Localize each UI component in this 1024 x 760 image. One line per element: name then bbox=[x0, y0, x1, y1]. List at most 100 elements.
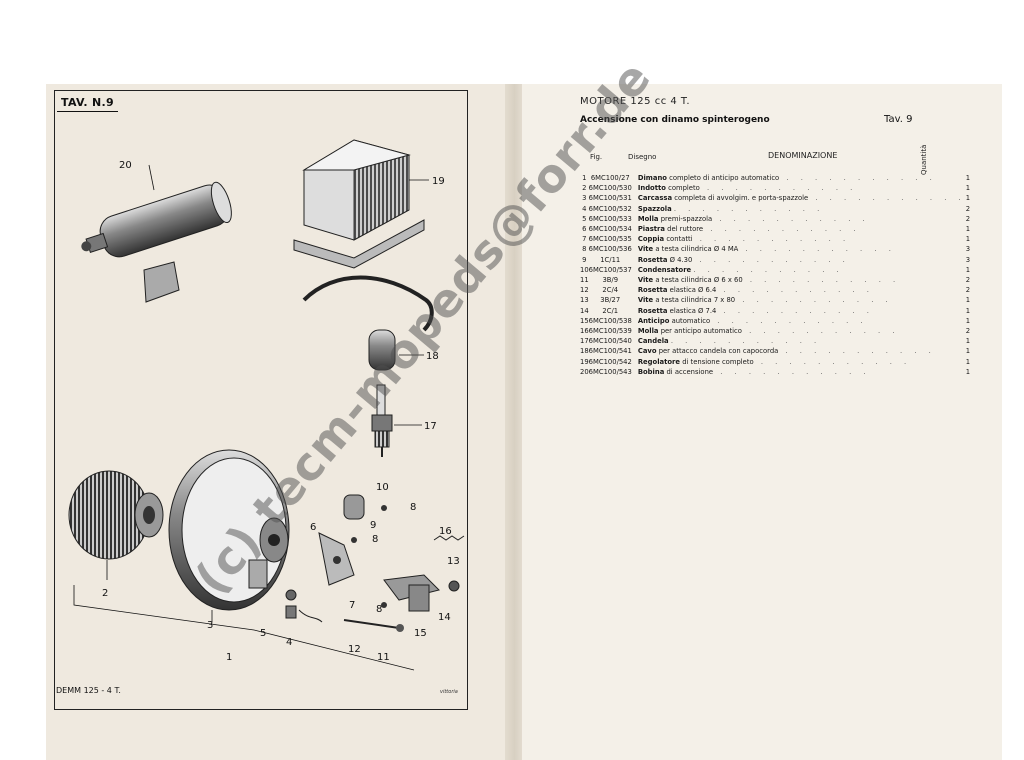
callout-7: 7 bbox=[349, 600, 355, 611]
leader-dots: . . . . . . . . . . . bbox=[716, 286, 874, 295]
leader-dots: . . . . . . . . . . . bbox=[692, 255, 850, 264]
part-name-detail: del ruttore bbox=[667, 225, 704, 234]
cell-fig: 3 bbox=[582, 194, 587, 203]
cell-qty: 1 bbox=[965, 265, 971, 274]
cell-qty: 1 bbox=[965, 316, 971, 325]
callout-8c: 8 bbox=[376, 604, 382, 615]
ignition-coil bbox=[81, 164, 232, 303]
doc-title: MOTORE 125 cc 4 T. bbox=[580, 96, 691, 107]
part-name-bold: Vite bbox=[637, 245, 654, 254]
doc-subtitle: Accensione con dinamo spinterogeno bbox=[580, 115, 770, 125]
cell-drawing: 2C/1 bbox=[602, 306, 619, 315]
cell-drawing: 6MC100/540 bbox=[588, 337, 632, 346]
callout-12: 12 bbox=[348, 644, 361, 655]
callout-2: 2 bbox=[102, 588, 108, 599]
cell-qty: 1 bbox=[965, 337, 971, 346]
leader-dots: . . . . . . . . . . . bbox=[778, 347, 936, 356]
part-name-detail: elastica Ø 7.4 bbox=[669, 306, 717, 315]
leader-dots: . . . . . . . . . . . bbox=[741, 327, 900, 336]
column-header-name: DENOMINAZIONE bbox=[768, 151, 838, 160]
part-name-bold: Condensatore bbox=[637, 265, 692, 274]
plate-label: TAV. N.9 bbox=[57, 96, 118, 112]
right-page bbox=[522, 84, 1002, 760]
cell-drawing: 6MC100/541 bbox=[588, 347, 632, 356]
dynamo-housing bbox=[168, 449, 290, 622]
part-name-detail: di tensione completo bbox=[682, 357, 754, 366]
cell-qty: 1 bbox=[965, 225, 971, 234]
callout-1: 1 bbox=[226, 652, 232, 663]
cell-drawing: 6MC100/538 bbox=[588, 316, 632, 325]
part-name-bold: Anticipo bbox=[637, 316, 670, 325]
cell-name: Cavo per attacco candela con capocorda .… bbox=[638, 346, 966, 356]
part-name-bold: Carcassa bbox=[637, 194, 673, 203]
cell-qty: 1 bbox=[965, 194, 971, 203]
part-name-bold: Dimano bbox=[637, 174, 667, 182]
cell-name: Bobina di accensione . . . . . . . . . .… bbox=[638, 367, 966, 377]
cell-name: Anticipo automatico . . . . . . . . . . … bbox=[638, 316, 966, 326]
cell-qty: 1 bbox=[965, 357, 971, 366]
leader-dots: . . . . . . . . . . . bbox=[670, 337, 822, 346]
cell-name: Rosetta Ø 4.30 . . . . . . . . . . . bbox=[638, 255, 966, 265]
leader-dots: . . . . . . . . . . . bbox=[712, 214, 870, 223]
callout-9: 9 bbox=[370, 520, 376, 531]
part-name-bold: Candela bbox=[637, 337, 669, 346]
part-name-bold: Molla bbox=[637, 327, 659, 336]
cell-fig: 2 bbox=[582, 184, 587, 193]
leader-dots: . . . . . . . . . . . bbox=[753, 357, 912, 366]
cell-fig: 17 bbox=[580, 337, 589, 346]
part-name-bold: Rosetta bbox=[637, 255, 668, 264]
cell-fig: 15 bbox=[580, 316, 589, 325]
cell-qty: 1 bbox=[965, 306, 971, 315]
cell-qty: 2 bbox=[965, 204, 971, 213]
cell-fig: 11 bbox=[580, 276, 589, 285]
callout-11: 11 bbox=[377, 652, 390, 663]
cell-qty: 1 bbox=[965, 184, 971, 193]
part-name-detail: per anticipo automatico bbox=[660, 327, 742, 336]
cell-name: Condensatore . . . . . . . . . . . bbox=[638, 265, 966, 275]
cell-drawing: 6MC100/531 bbox=[588, 194, 632, 203]
leader-dots: . . . . . . . . . . . bbox=[779, 174, 937, 182]
cell-qty: 1 bbox=[965, 296, 971, 305]
cell-drawing: 3B/9 bbox=[602, 276, 619, 285]
voltage-regulator bbox=[293, 139, 429, 269]
leader-dots: . . . . . . . . . . . bbox=[699, 184, 858, 193]
cell-fig: 18 bbox=[580, 347, 589, 356]
part-name-detail: per attacco candela con capocorda bbox=[658, 347, 779, 356]
leader-dots: . . . . . . . . . . . bbox=[742, 276, 901, 285]
cell-fig: 5 bbox=[582, 214, 587, 223]
cell-fig: 4 bbox=[582, 204, 587, 213]
cell-qty: 3 bbox=[965, 255, 971, 264]
part-name-bold: Rosetta bbox=[637, 306, 668, 315]
callout-4: 4 bbox=[286, 637, 292, 648]
cell-drawing: 6MC100/536 bbox=[588, 245, 632, 254]
leader-dots: . . . . . . . . . . . bbox=[808, 194, 966, 203]
part-name-detail: elastica Ø 6.4 bbox=[669, 286, 717, 295]
cell-fig: 16 bbox=[580, 327, 589, 336]
callout-18: 18 bbox=[426, 351, 439, 362]
callout-10: 10 bbox=[376, 482, 389, 493]
part-name-detail: completo di anticipo automatico bbox=[669, 174, 780, 182]
cell-qty: 2 bbox=[965, 327, 971, 336]
cell-qty: 2 bbox=[965, 286, 971, 295]
exploded-parts-drawing: 20 19 18 17 10 8 9 8 6 16 13 2 3 5 4 7 8… bbox=[68, 139, 465, 671]
cell-name: Piastra del ruttore . . . . . . . . . . … bbox=[638, 224, 966, 234]
part-name-detail: automatico bbox=[671, 316, 711, 325]
cell-qty: 2 bbox=[965, 214, 971, 223]
artist-signature: vittoria bbox=[440, 689, 458, 695]
cell-name: Vite a testa cilindrica 7 x 80 . . . . .… bbox=[638, 295, 966, 305]
cell-fig: 10 bbox=[580, 265, 589, 274]
cell-fig: 6 bbox=[582, 225, 587, 234]
cell-drawing: 6MC100/534 bbox=[588, 225, 632, 234]
part-name-bold: Rosetta bbox=[637, 286, 668, 295]
cell-name: Carcassa completa di avvolgim. e porta-s… bbox=[638, 193, 966, 203]
leader-dots: . . . . . . . . . . . bbox=[716, 306, 874, 315]
cell-name: Candela . . . . . . . . . . . bbox=[638, 336, 966, 346]
cell-drawing: 6MC100/533 bbox=[588, 214, 632, 223]
spark-plug bbox=[371, 384, 422, 457]
leader-dots: . . . . . . . . . . . bbox=[710, 316, 868, 325]
